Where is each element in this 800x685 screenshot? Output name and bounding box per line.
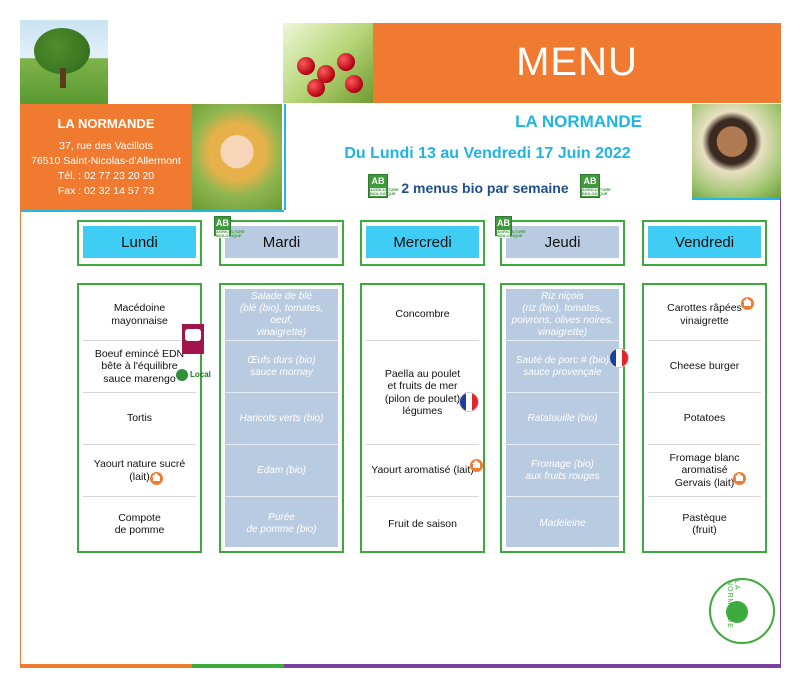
menu-item: Madeleine	[539, 518, 586, 529]
menu-banner	[373, 23, 781, 103]
menu-item: Boeuf emincé EDN bête à l'équilibre sauc…	[94, 347, 185, 385]
menu-item: Ratatouille (bio)	[527, 412, 598, 424]
day-name: Vendredi	[648, 226, 761, 258]
menu-item: Cheese burger	[669, 360, 740, 373]
menu-item: Œufs durs (bio) sauce mornay	[247, 354, 316, 378]
day-name: Jeudi	[506, 226, 619, 258]
menu-item: Compote de pomme	[114, 511, 165, 537]
menu-item: Salade de blé (blé (bio), tomates, oeuf,…	[239, 290, 324, 338]
contact-address2: 76510 Saint-Nicolas-d'Allermont	[31, 155, 181, 167]
brand-logo-text: LA NORMANDE	[726, 580, 740, 629]
frame-line-right	[780, 198, 781, 666]
menu-column-lundi: Macédoine mayonnaise Boeuf emincé EDN bê…	[77, 283, 202, 553]
menu-item: Concombre	[395, 308, 450, 321]
menu-item: Fromage blanc aromatisé Gervais (lait)	[669, 451, 740, 489]
cyan-divider	[20, 210, 284, 212]
menu-item: Potatoes	[683, 412, 726, 425]
tree-photo	[20, 20, 108, 104]
day-header-jeudi: Jeudi	[500, 220, 625, 266]
contact-address1: 37, rue des Vacillots	[59, 140, 153, 152]
footer-bar-orange	[20, 664, 192, 668]
homemade-icon	[733, 472, 746, 485]
menu-item: Tortis	[126, 412, 153, 425]
day-name: Lundi	[83, 226, 196, 258]
menu-item: Paella au poulet et fruits de mer (pilon…	[384, 367, 461, 418]
restaurant-title: LA NORMANDE	[515, 112, 642, 131]
day-name: Mardi	[225, 226, 338, 258]
menu-column-jeudi: Riz niçois (riz (bio), tomates, poivrons…	[500, 283, 625, 553]
contact-fax: Fax : 02 32 14 57 73	[57, 185, 155, 197]
menu-item: Carottes râpées vinaigrette	[667, 302, 742, 327]
contact-name: LA NORMANDE	[57, 116, 155, 131]
menu-item: Sauté de porc # (bio) sauce provençale	[515, 354, 610, 378]
menu-item: Yaourt aromatisé (lait)	[371, 464, 474, 477]
cyan-divider	[692, 198, 781, 200]
homemade-icon	[741, 297, 754, 310]
bio-notice: 2 menus bio par semaine	[401, 180, 569, 196]
menu-item: Macédoine mayonnaise	[111, 302, 168, 327]
day-header-mercredi: Mercredi	[360, 220, 485, 266]
frame-line-left	[20, 210, 21, 666]
french-pork-label-icon	[609, 348, 629, 368]
day-header-mardi: Mardi	[219, 220, 344, 266]
footer-bar-purple	[284, 664, 781, 668]
boy-photo	[692, 104, 781, 198]
homemade-icon	[470, 459, 483, 472]
menu-column-mardi: Salade de blé (blé (bio), tomates, oeuf,…	[219, 283, 344, 553]
cherries-photo	[283, 23, 373, 103]
brand-logo-icon	[726, 601, 748, 623]
contact-phone: Tél. : 02 77 23 20 20	[57, 170, 155, 182]
menu-title: MENU	[516, 40, 638, 84]
cyan-divider	[284, 104, 286, 210]
menu-item: Haricots verts (bio)	[239, 412, 324, 424]
menu-item: Riz niçois (riz (bio), tomates, poivrons…	[511, 290, 614, 338]
menu-item: Yaourt nature sucré (lait)	[93, 458, 186, 483]
menu-item: Fromage (bio) aux fruits rouges	[525, 458, 600, 482]
day-header-lundi: Lundi	[77, 220, 202, 266]
local-label-icon: Local	[176, 369, 216, 385]
french-origin-icon	[459, 392, 479, 412]
menu-column-mercredi: Concombre Paella au poulet et fruits de …	[360, 283, 485, 553]
menu-dates: Du Lundi 13 au Vendredi 17 Juin 2022	[344, 145, 631, 162]
menu-column-vendredi: Carottes râpées vinaigrette Cheese burge…	[642, 283, 767, 553]
footer-bar-green	[192, 664, 284, 668]
homemade-icon	[150, 472, 163, 485]
day-header-vendredi: Vendredi	[642, 220, 767, 266]
menu-item: Purée de pomme (bio)	[246, 512, 317, 535]
contact-block	[20, 104, 192, 210]
girl-photo	[192, 104, 282, 210]
brand-logo	[709, 578, 775, 644]
menu-item: Edam (bio)	[257, 464, 306, 476]
menu-item: Pastèque (fruit)	[682, 511, 727, 537]
edn-beef-label-icon	[182, 324, 204, 354]
menu-item: Fruit de saison	[388, 517, 457, 530]
day-name: Mercredi	[366, 226, 479, 258]
